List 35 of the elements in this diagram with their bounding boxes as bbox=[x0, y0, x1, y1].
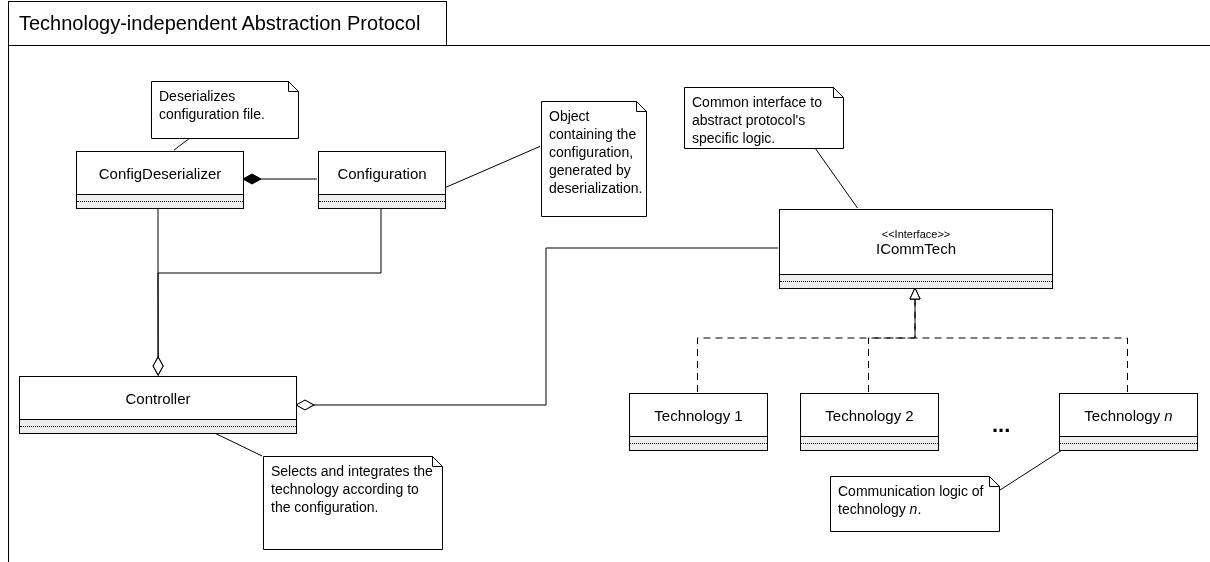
aggregation-line bbox=[152, 207, 382, 376]
note-text: Common interface to abstract protocol's specific logic. bbox=[692, 93, 823, 147]
note-text: Selects and integrates the technology according to the configuration. bbox=[271, 462, 434, 516]
class-name: Technology 2 bbox=[825, 406, 914, 424]
note-box bbox=[151, 81, 299, 139]
class-name: Configuration bbox=[337, 164, 427, 182]
class-box bbox=[76, 151, 244, 209]
package-title: Technology-independent Abstraction Protocol bbox=[8, 1, 448, 46]
note-text: Communication logic of technology n. bbox=[838, 482, 985, 518]
note-box bbox=[263, 456, 443, 550]
class-box bbox=[1059, 393, 1198, 451]
composition-line bbox=[242, 173, 318, 185]
class-box bbox=[318, 151, 446, 209]
class-name: Technology n bbox=[1084, 406, 1173, 424]
note-text: Deserializes configuration file. bbox=[159, 87, 266, 123]
class-box bbox=[19, 376, 297, 434]
class-name: ConfigDeserializer bbox=[98, 164, 222, 182]
class-box bbox=[779, 209, 1053, 289]
connector-line bbox=[173, 137, 191, 151]
connector-line bbox=[998, 449, 1063, 492]
note-box bbox=[541, 101, 647, 217]
stereotype-label: <<Interface>> bbox=[881, 227, 951, 240]
class-name: Technology 1 bbox=[654, 406, 743, 424]
class-name: ICommTech bbox=[876, 239, 956, 257]
class-name: Controller bbox=[125, 389, 191, 407]
class-box bbox=[629, 393, 768, 451]
aggregation-line bbox=[295, 247, 779, 411]
realization-arrow bbox=[909, 287, 1128, 393]
note-text: Object containing the configuration, generated by deserialization. bbox=[549, 107, 639, 197]
note-box bbox=[830, 476, 1000, 532]
connector-line bbox=[444, 145, 541, 189]
class-box bbox=[800, 393, 939, 451]
connector-line bbox=[814, 147, 858, 209]
ellipsis-label: ... bbox=[992, 412, 1011, 438]
note-box bbox=[684, 87, 844, 149]
